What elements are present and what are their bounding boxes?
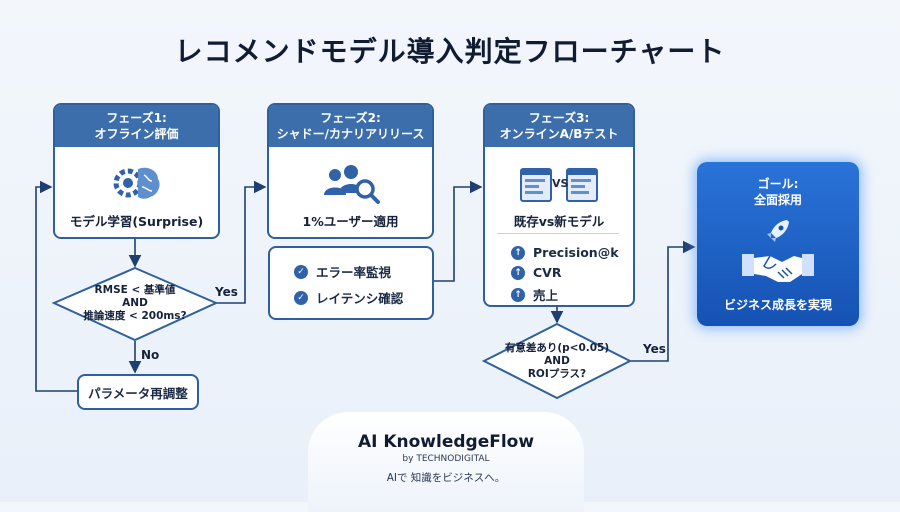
phase1-label: モデル学習(Surprise) <box>69 214 204 229</box>
goal-footer: ビジネス成長を実現 <box>723 298 832 312</box>
decision1-diamond <box>51 266 219 342</box>
brand-block: AI KnowledgeFlow by TECHNODIGITAL AIで 知識… <box>308 412 584 512</box>
decision1-no-label: No <box>141 348 160 362</box>
phase3-header-title: フェーズ3: <box>528 111 590 125</box>
arrow-up-circle-icon: ↑ <box>511 265 525 280</box>
ab-compare-icon: VS <box>519 165 599 209</box>
phase3-divider <box>497 233 619 234</box>
check-circle-icon: ✓ <box>294 290 308 305</box>
goal-title: ゴール: <box>757 177 799 191</box>
brand-tagline: AIで 知識をビジネスへ。 <box>386 472 506 484</box>
phase2-box: フェーズ2: シャドー/カナリアリリース 1%ユーザー適用 <box>267 103 434 239</box>
decision1-line: 推論速度 < 200ms? <box>83 310 187 322</box>
decision2-diamond <box>481 322 633 400</box>
phase1-header-subtitle: オフライン評価 <box>94 127 179 141</box>
brand-by: by TECHNODIGITAL <box>402 454 490 464</box>
decision2-line: 有意差あり(p<0.05) <box>504 342 610 354</box>
decision2-text: 有意差あり(p<0.05) AND ROIプラス? <box>487 342 627 381</box>
metric-item: ↑ Precision@k <box>511 245 619 260</box>
decision2-yes-label: Yes <box>643 342 666 356</box>
decision2-line: AND <box>544 355 570 367</box>
decision1-line: AND <box>122 297 148 309</box>
metric-label: Precision@k <box>533 245 619 260</box>
monitor-card: ✓ エラー率監視 ✓ レイテンシ確認 <box>268 246 434 320</box>
phase3-box: フェーズ3: オンラインA/Bテスト VS 既存vs新モデル ↑ Precisi… <box>483 103 635 307</box>
phase2-header-subtitle: シャドー/カナリアリリース <box>276 127 425 141</box>
users-search-icon <box>321 163 381 209</box>
brain-gear-icon <box>112 163 162 207</box>
phase2-header: フェーズ2: シャドー/カナリアリリース <box>269 105 432 147</box>
monitor-item: ✓ エラー率監視 <box>294 262 391 281</box>
phase1-box: フェーズ1: オフライン評価 モデル学習(Surprise) <box>53 103 220 239</box>
phase2-label: 1%ユーザー適用 <box>302 214 399 229</box>
phase3-header-subtitle: オンラインA/Bテスト <box>499 127 619 141</box>
goal-subtitle: 全面採用 <box>753 193 802 207</box>
phase3-label: 既存vs新モデル <box>513 214 605 229</box>
rocket-icon <box>765 218 791 248</box>
brand-name: AI KnowledgeFlow <box>357 432 535 452</box>
check-circle-icon: ✓ <box>294 264 308 279</box>
vs-label: VS <box>552 177 569 190</box>
metric-item: ↑ 売上 <box>511 285 558 304</box>
phase3-header: フェーズ3: オンラインA/Bテスト <box>485 105 633 147</box>
phase1-header-title: フェーズ1: <box>106 111 167 125</box>
arrow-up-circle-icon: ↑ <box>511 245 525 260</box>
page-title: レコメンドモデル導入判定フローチャート <box>174 35 726 68</box>
phase2-header-title: フェーズ2: <box>320 111 381 125</box>
brand-background <box>308 412 584 512</box>
retune-box: パラメータ再調整 <box>77 374 199 410</box>
arrow-up-circle-icon: ↑ <box>511 287 525 302</box>
phase1-header: フェーズ1: オフライン評価 <box>55 105 218 147</box>
goal-box: ゴール: 全面採用 ビジネス成長を実現 <box>697 162 859 326</box>
decision2-line: ROIプラス? <box>527 368 587 380</box>
goal-header: ゴール: 全面採用 <box>697 176 859 208</box>
monitor-item: ✓ レイテンシ確認 <box>294 288 403 307</box>
decision1-yes-label: Yes <box>215 285 238 299</box>
decision1-line: RMSE < 基準値 <box>94 284 176 296</box>
metric-label: CVR <box>533 265 562 280</box>
metric-label: 売上 <box>533 288 559 303</box>
monitor-label: レイテンシ確認 <box>316 291 404 306</box>
handshake-icon <box>742 248 814 290</box>
decision1-text: RMSE < 基準値 AND 推論速度 < 200ms? <box>60 284 210 323</box>
metric-item: ↑ CVR <box>511 265 561 280</box>
monitor-label: エラー率監視 <box>316 265 392 280</box>
